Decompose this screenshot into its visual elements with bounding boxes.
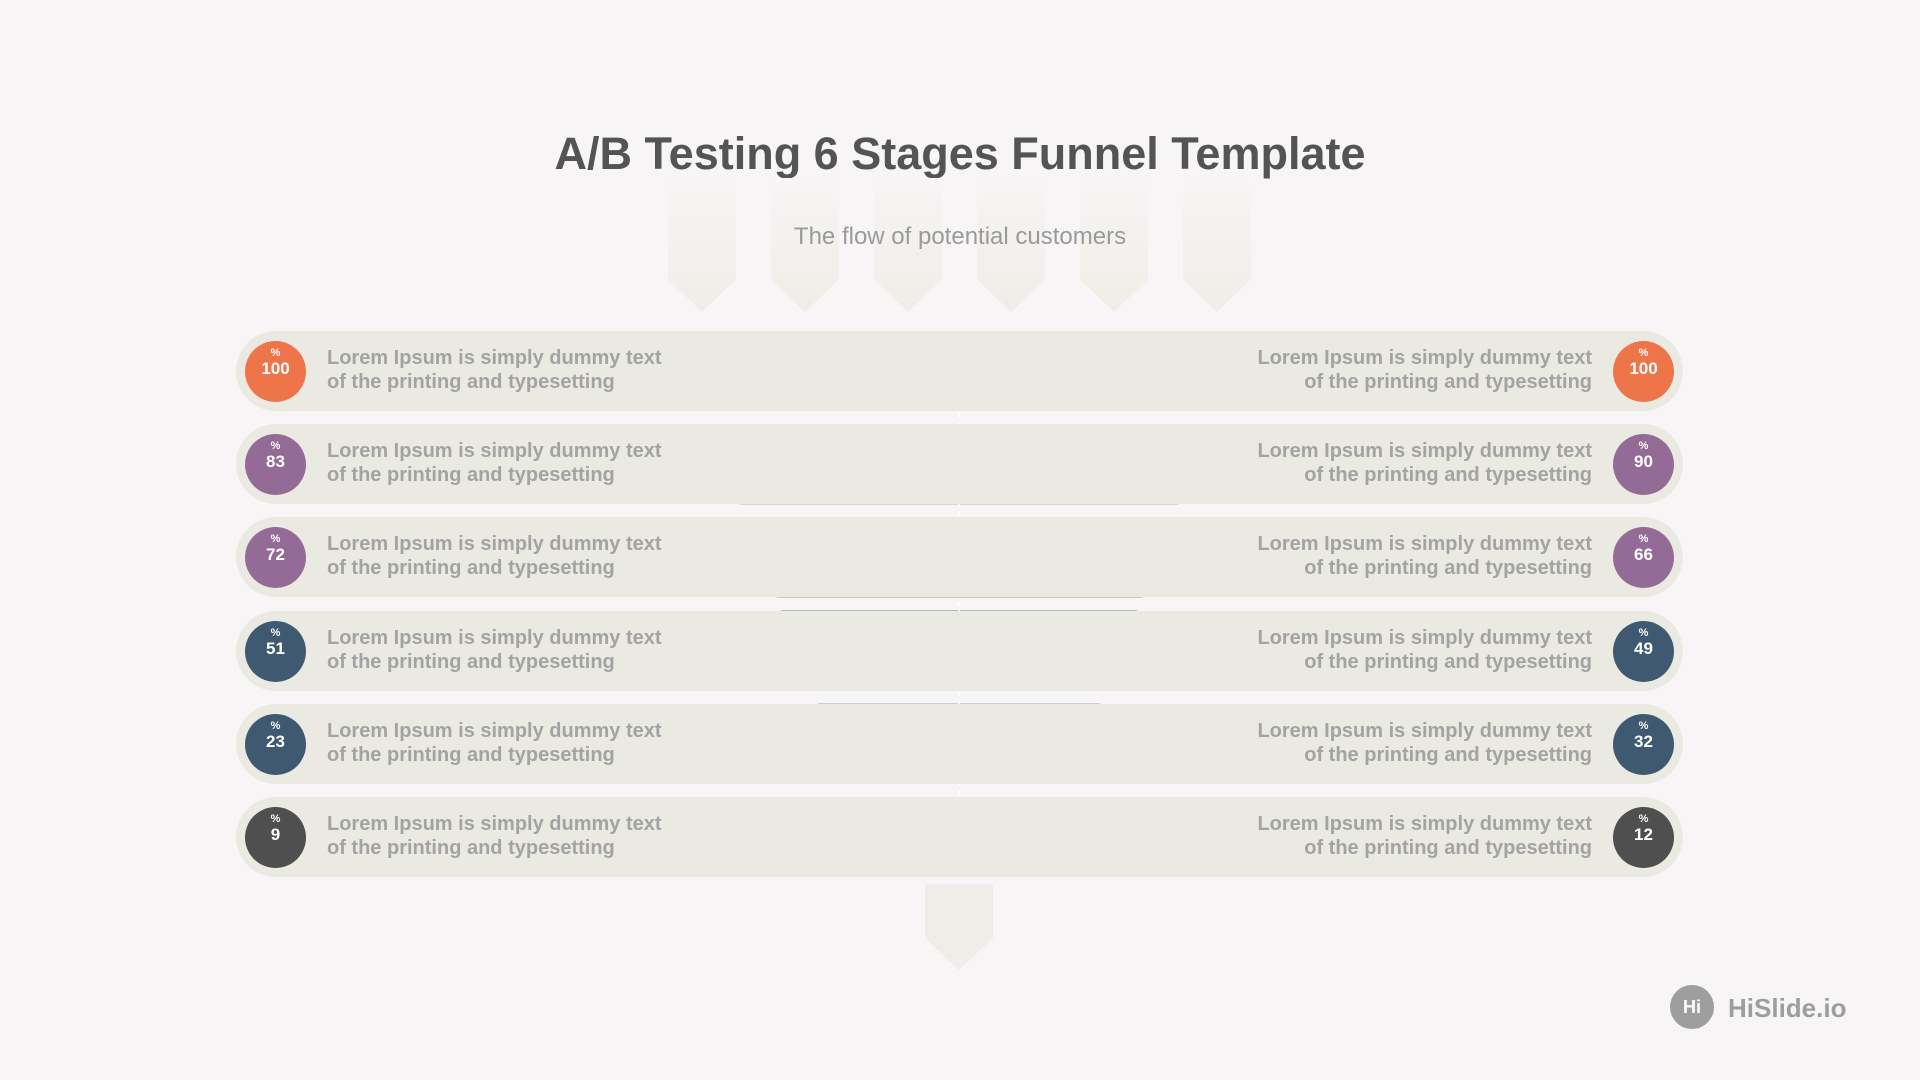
left-percent-value: 83 bbox=[266, 452, 285, 472]
right-percent-value: 66 bbox=[1634, 545, 1653, 565]
left-percent-value: 23 bbox=[266, 731, 285, 751]
percent-label: % bbox=[1638, 440, 1649, 453]
left-description-line2: of the printing and typesetting bbox=[327, 837, 615, 859]
right-description-line2: of the printing and typesetting bbox=[1304, 743, 1592, 766]
right-percent-circle: %100 bbox=[1613, 341, 1674, 402]
right-description-line2: of the printing and typesetting bbox=[1304, 650, 1592, 673]
percent-label: % bbox=[270, 626, 281, 639]
logo-mark: Hi bbox=[1670, 985, 1714, 1029]
right-description-line1: Lorem Ipsum is simply dummy text bbox=[1257, 626, 1592, 649]
percent-label: % bbox=[270, 440, 281, 453]
right-description-line1: Lorem Ipsum is simply dummy text bbox=[1257, 440, 1592, 463]
right-percent-circle: %90 bbox=[1613, 434, 1674, 496]
left-description-line2: of the printing and typesetting bbox=[327, 464, 615, 487]
right-percent-circle: %32 bbox=[1613, 713, 1674, 775]
left-description-line1: Lorem Ipsum is simply dummy text bbox=[327, 440, 662, 463]
left-percent-circle: %72 bbox=[245, 527, 306, 589]
top-chevron-4 bbox=[977, 178, 1045, 312]
right-description-line2: of the printing and typesetting bbox=[1304, 837, 1592, 859]
right-description-line1: Lorem Ipsum is simply dummy text bbox=[1257, 719, 1592, 742]
slide-subtitle: The flow of potential customers bbox=[793, 223, 1127, 250]
left-description-line1: Lorem Ipsum is simply dummy text bbox=[327, 626, 662, 649]
top-chevron-3 bbox=[874, 178, 942, 312]
left-percent-value: 100 bbox=[261, 359, 290, 378]
right-percent-value: 32 bbox=[1634, 731, 1653, 751]
percent-label: % bbox=[1638, 626, 1649, 639]
left-percent-circle: %23 bbox=[245, 713, 306, 775]
right-description-line1: Lorem Ipsum is simply dummy text bbox=[1257, 533, 1592, 556]
percent-label: % bbox=[270, 347, 281, 359]
top-chevron-1 bbox=[668, 178, 736, 312]
top-chevrons bbox=[668, 178, 1251, 312]
logo-text: HiSlide.io bbox=[1728, 993, 1847, 1023]
left-description-line1: Lorem Ipsum is simply dummy text bbox=[327, 719, 662, 742]
left-description-line1: Lorem Ipsum is simply dummy text bbox=[327, 347, 662, 369]
right-description-line1: Lorem Ipsum is simply dummy text bbox=[1257, 347, 1592, 369]
slide-title: A/B Testing 6 Stages Funnel Template bbox=[554, 128, 1366, 179]
right-percent-circle: %12 bbox=[1613, 807, 1674, 868]
left-percent-value: 9 bbox=[270, 825, 281, 844]
right-percent-circle: %66 bbox=[1613, 527, 1674, 589]
percent-label: % bbox=[1638, 533, 1649, 546]
right-percent-value: 12 bbox=[1634, 825, 1653, 844]
right-description-line2: of the printing and typesetting bbox=[1304, 557, 1592, 580]
right-percent-circle: %49 bbox=[1613, 620, 1674, 682]
left-percent-circle: %51 bbox=[245, 620, 306, 682]
left-description-line2: of the printing and typesetting bbox=[327, 650, 615, 673]
percent-label: % bbox=[1638, 719, 1649, 732]
left-description-line2: of the printing and typesetting bbox=[327, 371, 615, 393]
right-percent-value: 90 bbox=[1634, 452, 1653, 472]
left-percent-circle: %100 bbox=[245, 341, 306, 402]
top-chevron-2 bbox=[771, 178, 839, 312]
right-description-line2: of the printing and typesetting bbox=[1304, 371, 1592, 393]
top-chevron-5 bbox=[1080, 178, 1148, 312]
right-percent-value: 100 bbox=[1629, 359, 1658, 378]
top-chevron-6 bbox=[1183, 178, 1251, 312]
bottom-chevron-shape bbox=[925, 884, 993, 970]
percent-label: % bbox=[1638, 347, 1649, 359]
left-percent-value: 51 bbox=[266, 638, 285, 658]
percent-label: % bbox=[270, 533, 281, 546]
left-description-line1: Lorem Ipsum is simply dummy text bbox=[327, 813, 662, 835]
right-percent-value: 49 bbox=[1634, 638, 1653, 658]
left-description-line2: of the printing and typesetting bbox=[327, 557, 615, 580]
left-percent-value: 72 bbox=[266, 545, 285, 565]
left-description-line1: Lorem Ipsum is simply dummy text bbox=[327, 533, 662, 556]
right-description-line1: Lorem Ipsum is simply dummy text bbox=[1257, 813, 1592, 835]
percent-label: % bbox=[1638, 813, 1649, 825]
left-description-line2: of the printing and typesetting bbox=[327, 743, 615, 766]
left-percent-circle: %83 bbox=[245, 434, 306, 496]
bottom-chevron bbox=[925, 884, 993, 970]
right-description-line2: of the printing and typesetting bbox=[1304, 464, 1592, 487]
percent-label: % bbox=[270, 813, 281, 825]
left-percent-circle: %9 bbox=[245, 807, 306, 868]
percent-label: % bbox=[270, 719, 281, 732]
